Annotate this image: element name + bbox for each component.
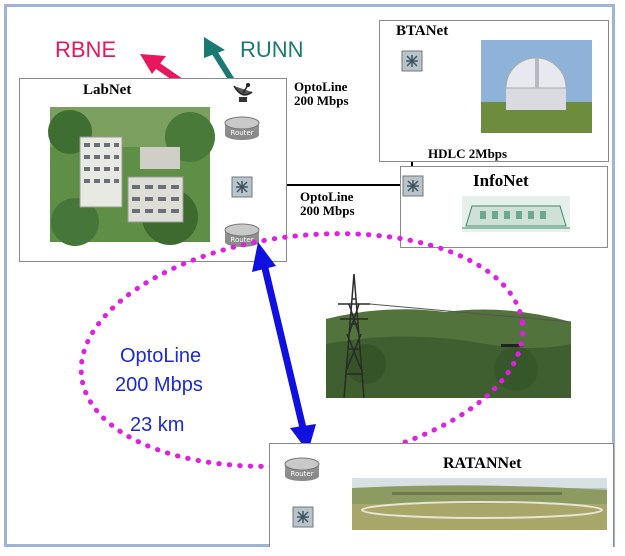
optoline-top-name: OptoLine bbox=[294, 79, 348, 94]
distance-label: 23 km bbox=[130, 414, 185, 436]
optoline-mid-rate: 200 Mbps bbox=[300, 203, 355, 218]
runn-label: RUNN bbox=[240, 37, 304, 62]
router-label: Router bbox=[230, 129, 253, 137]
ratannet-title: RATANNet bbox=[443, 455, 522, 472]
optoline-mid-label: OptoLine 200 Mbps bbox=[300, 190, 355, 218]
long-link-arrow-up bbox=[252, 242, 276, 272]
labnet-title: LabNet bbox=[83, 82, 132, 98]
ratannet-router-icon: Router bbox=[284, 456, 320, 481]
infonet-title: InfoNet bbox=[473, 171, 529, 190]
infonet-building-photo bbox=[462, 196, 570, 232]
hdlc-label: HDLC 2Mbps bbox=[428, 146, 508, 161]
ratan-telescope-photo bbox=[352, 478, 607, 530]
btanet-title: BTANet bbox=[396, 23, 449, 39]
long-optoline-label: OptoLine bbox=[120, 345, 202, 367]
long-optoline-rate: 200 Mbps bbox=[115, 374, 203, 396]
labnet-router-icon: Router bbox=[224, 115, 260, 140]
ratannet-switch-icon bbox=[292, 506, 314, 528]
optoline-mid-name: OptoLine bbox=[300, 189, 354, 204]
labnet-switch-icon bbox=[231, 176, 253, 198]
long-optoline-rate-clip: 200 Mbps bbox=[115, 374, 235, 396]
router-label: Router bbox=[230, 236, 253, 244]
btanet-observatory-photo bbox=[481, 40, 592, 133]
labnet-router2-icon: Router bbox=[224, 222, 260, 247]
optoline-top-rate: 200 Mbps bbox=[294, 93, 349, 108]
distance-clip: 23 km bbox=[130, 414, 210, 436]
labnet-campus-photo bbox=[48, 107, 215, 246]
satellite-dish-icon bbox=[230, 80, 256, 104]
power-line-landscape-photo bbox=[326, 273, 572, 399]
btanet-switch-icon bbox=[401, 50, 423, 72]
rbne-label: RBNE bbox=[55, 37, 117, 62]
rbne-arrow-head bbox=[140, 54, 166, 74]
infonet-switch-icon bbox=[402, 175, 424, 197]
runn-arrow-head bbox=[204, 37, 225, 58]
long-optical-link bbox=[260, 263, 307, 429]
router-label: Router bbox=[290, 470, 313, 478]
optoline-top-label: OptoLine 200 Mbps bbox=[294, 80, 349, 108]
